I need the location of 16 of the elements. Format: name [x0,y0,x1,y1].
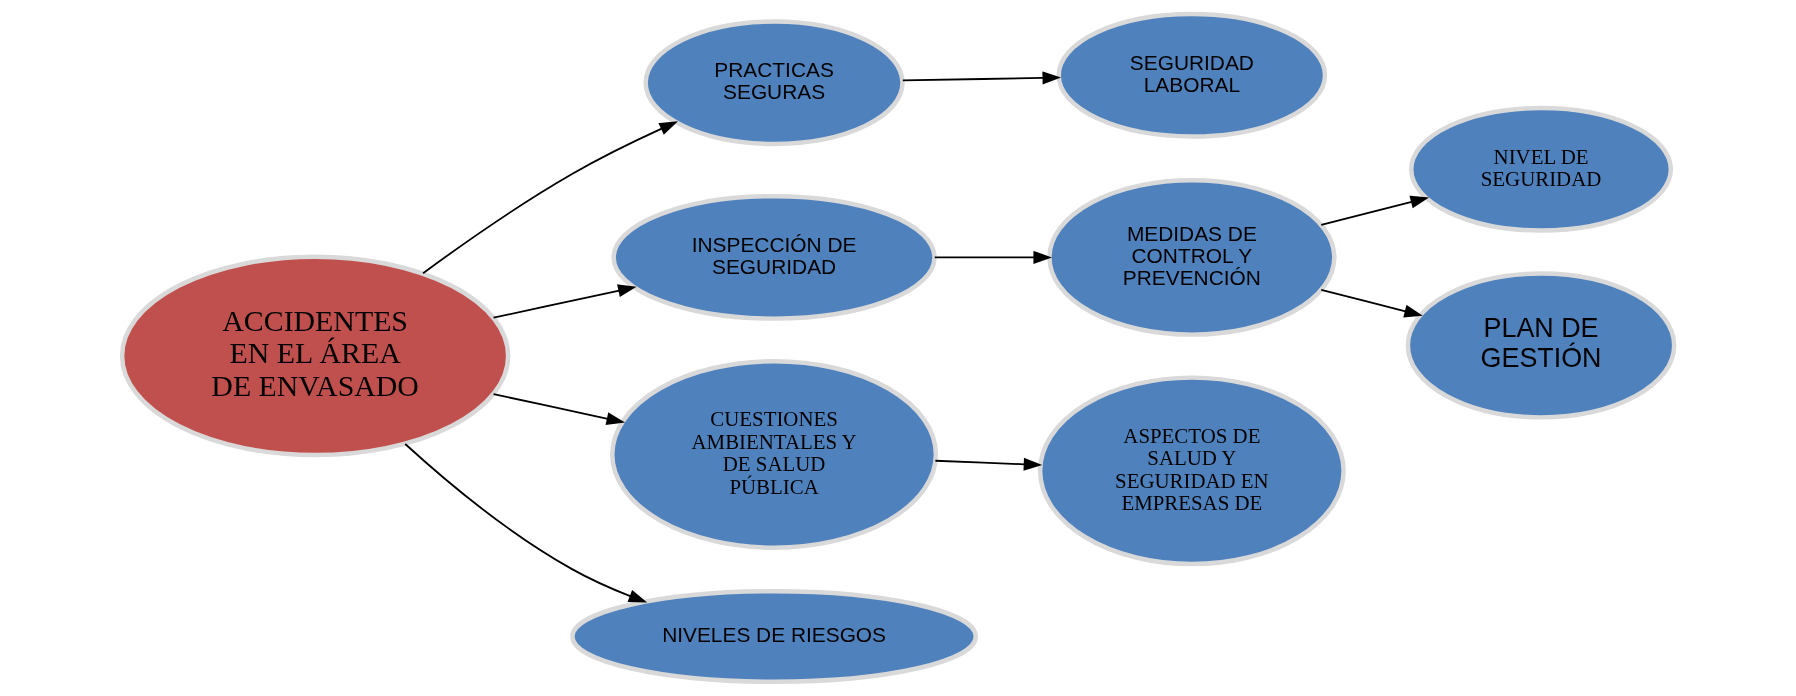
node-ellipse: ASPECTOS DE SALUD Y SEGURIDAD EN EMPRESAS DE [1037,375,1346,567]
arrow [404,443,648,603]
arrow [492,284,637,319]
arrow [901,71,1061,85]
node-ellipse: ACCIDENTES EN EL ÁREA DE ENVASADO [119,254,511,458]
arrow [933,250,1052,264]
arrow [492,393,626,425]
node-ellipse: MEDIDAS DE CONTROL Y PREVENCIÓN [1047,177,1337,337]
arrow [422,121,679,275]
node-ellipse: CUESTIONES AMBIENTALES Y DE SALUD PÚBLICA [610,358,939,550]
arrow [1320,195,1430,226]
node-ellipse: PRACTICAS SEGURAS [643,19,905,147]
arrow [1320,289,1423,318]
node-ellipse: SEGURIDAD LABORAL [1056,11,1328,139]
node-ellipse: INSPECCIÓN DE SEGURIDAD [611,193,937,321]
arrow [934,457,1043,471]
